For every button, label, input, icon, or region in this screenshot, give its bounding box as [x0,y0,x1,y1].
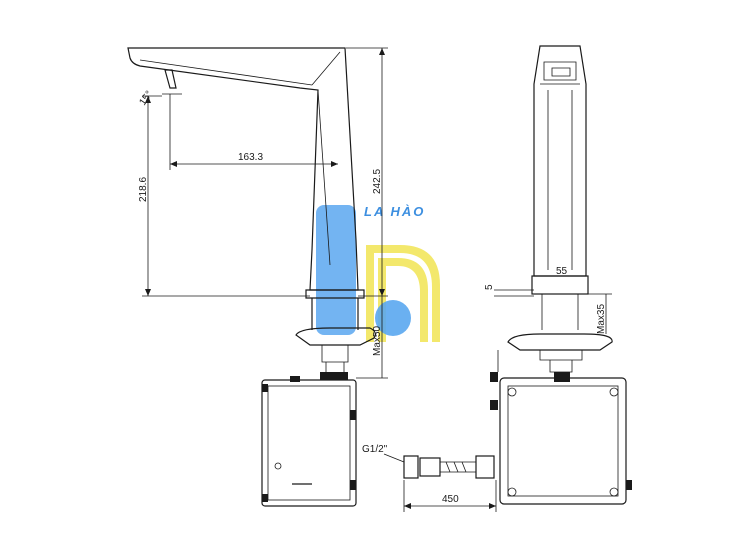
watermark-yellow-arc-2 [378,258,428,342]
dim-hose-length: 450 [403,480,497,512]
front-shank [321,345,349,377]
dim-spout-height: 218.6 [138,95,310,297]
hose-fittings: G1/2" [362,444,495,479]
side-deck-flange [507,333,613,351]
dim-spout-height-label: 218.6 [138,177,149,202]
side-spout-inner [547,90,573,270]
dim-deck-thickness-label: Max50 [372,326,383,356]
dim-hose-length-label: 450 [442,494,459,505]
watermark-logo: LA HÀO [316,204,440,342]
dim-base-height-label: 5 [484,284,495,290]
front-control-box [261,376,357,507]
dim-total-height: 242.5 Max50 [346,47,388,379]
dim-side-deck-thickness-label: Max35 [596,304,607,334]
dim-spout-reach: 163.3 [169,94,338,170]
spout-inner-line [139,51,341,266]
side-view: G1/2" 450 55 5 Max35 [362,45,632,512]
side-base-neck [541,294,579,330]
dim-base-height: 5 [484,284,534,297]
side-base [531,275,589,295]
spray-angle-label: 15° [137,89,155,108]
side-control-box [490,350,632,505]
watermark-blue-dot [375,300,411,336]
side-spout-head [540,61,580,85]
thread-label: G1/2" [362,444,388,455]
side-spout-body [533,45,587,277]
dim-spout-reach-label: 163.3 [238,152,263,163]
front-nut [320,372,348,380]
dim-base-width-label: 55 [556,266,568,277]
front-base-collar [305,289,365,330]
front-deck-flange [295,327,376,346]
dim-total-height-label: 242.5 [372,169,383,194]
watermark-blue-bar [316,205,356,335]
dim-side-deck-thickness: Max35 [588,293,612,334]
watermark-brand-text: LA HÀO [364,204,425,219]
dim-base-width: 55 [532,266,588,277]
side-nut [554,372,570,382]
side-shank [539,350,583,373]
aerator [164,69,177,89]
watermark-yellow-arcs [366,245,440,342]
